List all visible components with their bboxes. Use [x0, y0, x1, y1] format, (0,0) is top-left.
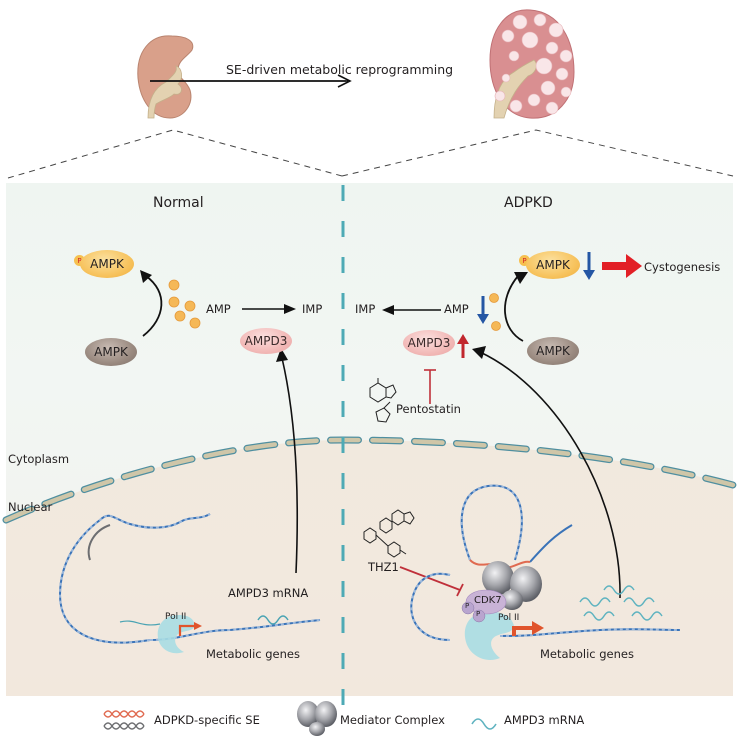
cyst [545, 41, 559, 55]
pentostatin-inhibition [424, 369, 436, 404]
phospho-site-2 [472, 609, 486, 623]
legend-mediator-label: Mediator Complex [340, 713, 445, 727]
genes-label-adpkd: Metabolic genes [540, 647, 634, 661]
phospho-badge-normal: P [74, 255, 85, 266]
dna-strand-adpkd [410, 484, 681, 641]
cyst [545, 101, 559, 115]
amp-label-normal: AMP [206, 302, 231, 316]
imp-label-normal: IMP [302, 302, 323, 316]
ampk-phospho-adpkd: AMPK [526, 251, 580, 279]
legend-mediator-icon [297, 701, 337, 736]
thz1-structure-icon [363, 509, 415, 558]
normal-kidney-icon [137, 35, 194, 119]
cyst [521, 31, 539, 49]
tss-arrow-normal [178, 624, 196, 636]
cyst [494, 90, 506, 102]
thz1-inhibition [399, 566, 464, 597]
pentostatin-label: Pentostatin [396, 402, 461, 416]
imp-label-adpkd: IMP [355, 302, 376, 316]
cyst [533, 13, 547, 27]
zoom-line-left [7, 129, 343, 179]
zoom-line-right [341, 129, 734, 177]
pol2-adpkd [464, 611, 514, 661]
mrna-export-arrow-normal [281, 357, 299, 574]
genes-label-normal: Metabolic genes [206, 647, 300, 661]
cyst [548, 22, 564, 38]
phospho-badge-adpkd: P [519, 255, 530, 266]
pol2-label-normal: Pol II [165, 612, 187, 622]
ampk-normal: AMPK [85, 338, 137, 366]
cdk7-label: CDK7 [474, 595, 502, 606]
mrna-export-arrow-adpkd [479, 351, 621, 599]
cytoplasm-label: Cytoplasm [8, 452, 70, 466]
cyst [501, 73, 511, 83]
amp-decrease-arrow [477, 296, 489, 324]
polycystic-kidney-icon [489, 9, 575, 119]
normal-title: Normal [153, 195, 204, 211]
activation-arrow-adpkd [504, 275, 524, 342]
mrna-waves-adpkd [579, 585, 663, 621]
mrna-wave-normal [257, 615, 289, 625]
pol2-normal [157, 615, 195, 654]
legend-mrna-label: AMPD3 mRNA [504, 713, 585, 727]
amp-molecules-normal [168, 279, 201, 329]
cyst [508, 50, 520, 62]
phospho-label-1: P [465, 602, 470, 610]
ampk-adpkd: AMPK [527, 337, 579, 365]
cyst [501, 29, 515, 43]
legend-mrna-icon [471, 718, 497, 730]
tss-arrow-adpkd [512, 626, 534, 636]
cyst [535, 57, 553, 75]
phospho-label-2: P [476, 610, 481, 618]
legend-se-icon [103, 710, 145, 730]
cyst [527, 93, 541, 107]
legend-se-label: ADPKD-specific SE [154, 713, 260, 727]
cystogenesis-arrow [602, 254, 642, 278]
amp-molecules-adpkd [489, 293, 501, 331]
progression-label: SE-driven metabolic reprogramming [226, 62, 454, 77]
adpkd-title: ADPKD [504, 195, 553, 211]
progression-arrow [7, 74, 734, 179]
activation-arrow-normal [142, 275, 163, 337]
cdk7-blob [465, 589, 507, 615]
cyst [555, 67, 569, 81]
ampk-phospho-normal: AMPK [80, 250, 134, 278]
thz1-label: THZ1 [368, 560, 399, 574]
cyst [540, 80, 556, 96]
cyst [512, 14, 528, 30]
mrna-label-normal: AMPD3 mRNA [228, 586, 309, 600]
pentostatin-structure-icon [369, 378, 397, 423]
cystogenesis-label: Cystogenesis [644, 260, 721, 274]
amp-label-adpkd: AMP [444, 302, 469, 316]
ampd3-normal: AMPD3 [240, 328, 292, 354]
pol2-label-adpkd: Pol II [498, 613, 520, 623]
mediator-complex-adpkd [482, 561, 542, 610]
ampd3-adpkd: AMPD3 [403, 330, 455, 356]
ampk-decrease-arrow [583, 252, 595, 280]
cyst [560, 86, 572, 98]
phospho-site-1 [461, 601, 475, 615]
nuclear-label: Nuclear [8, 500, 53, 514]
ampd3-increase-arrow [457, 334, 469, 358]
cyst [559, 49, 573, 63]
cyst [509, 99, 523, 113]
nucleus-region [6, 440, 733, 696]
